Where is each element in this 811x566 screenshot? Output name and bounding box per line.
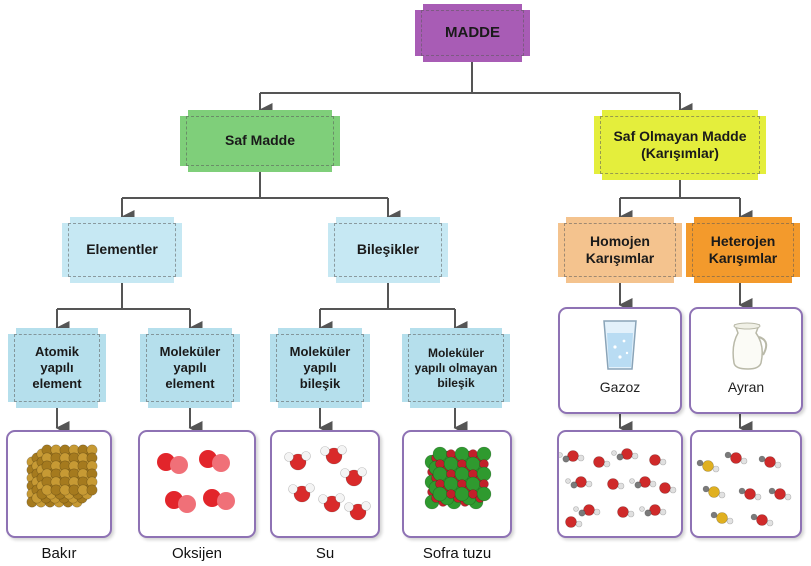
heterogeneous-mixture-image (696, 451, 792, 527)
gazoz-molecules-card (557, 430, 683, 538)
node-molekuler-bilesik: Moleküler yapılı bileşik (270, 328, 370, 408)
node-homojen: Homojen Karışımlar (558, 217, 682, 283)
node-molekuler-el-label-2: yapılı (173, 359, 207, 375)
node-olmayan-label-2: yapılı olmayan (414, 360, 498, 375)
node-saf-madde: Saf Madde (180, 110, 340, 172)
label-su: Su (315, 545, 335, 562)
gazoz-caption: Gazoz (599, 379, 641, 395)
node-molekuler-el-label-3: element (165, 376, 215, 392)
node-homojen-label-2: Karışımlar (585, 250, 655, 266)
node-heterojen-label-1: Heterojen (710, 232, 776, 249)
gazoz-card: Gazoz (558, 307, 682, 414)
node-saf-olmayan-label-1: Saf Olmayan Madde (613, 127, 747, 144)
node-molekuler-bil-label-1: Moleküler (289, 343, 351, 359)
label-bakir: Bakır (41, 545, 77, 562)
label-sofra-tuzu: Sofra tuzu (422, 545, 492, 562)
node-elementler-label: Elementler (86, 241, 158, 258)
node-saf-madde-label: Saf Madde (224, 132, 295, 149)
oxygen-molecules-image (157, 450, 235, 513)
node-madde: MADDE (415, 4, 530, 62)
node-atomik-label-2: yapılı (40, 359, 74, 375)
milk-jug-icon (732, 322, 768, 370)
node-atomik-label-1: Atomik (34, 343, 80, 359)
node-molekuler-bil-label-3: bileşik (299, 376, 341, 392)
node-saf-olmayan-madde: Saf Olmayan Madde (Karışımlar) (594, 110, 766, 180)
ayran-caption: Ayran (727, 379, 765, 395)
homogeneous-mixture-image (557, 448, 677, 528)
node-homojen-label-1: Homojen (590, 232, 650, 249)
ayran-molecules-card (690, 430, 802, 538)
node-saf-olmayan-label-2: (Karışımlar) (641, 145, 719, 161)
node-molekuler-element: Moleküler yapılı element (140, 328, 240, 408)
su-image-card (270, 430, 380, 538)
node-atomik-element: Atomik yapılı element (8, 328, 106, 408)
node-bilesikler-label: Bileşikler (356, 241, 420, 258)
node-atomik-label-3: element (32, 376, 82, 392)
ayran-card: Ayran (689, 307, 803, 414)
node-heterojen: Heterojen Karışımlar (686, 217, 800, 283)
copper-lattice-image (26, 444, 98, 508)
node-olmayan-label-3: bileşik (437, 375, 475, 390)
bakir-image-card (6, 430, 112, 538)
node-olmayan-label-1: Moleküler (427, 345, 484, 360)
node-bilesikler: Bileşikler (328, 217, 448, 283)
node-heterojen-label-2: Karışımlar (708, 250, 778, 266)
oksijen-image-card (138, 430, 256, 538)
node-madde-label: MADDE (445, 23, 500, 41)
water-molecules-image (284, 445, 371, 521)
label-oksijen: Oksijen (171, 545, 223, 562)
salt-lattice-image (424, 446, 492, 510)
node-elementler: Elementler (62, 217, 182, 283)
node-molekuler-olmayan-bilesik: Moleküler yapılı olmayan bileşik (402, 328, 510, 408)
sofra-tuzu-image-card (402, 430, 512, 538)
node-molekuler-bil-label-2: yapılı (303, 359, 337, 375)
soda-glass-icon (603, 320, 637, 370)
node-molekuler-el-label-1: Moleküler (159, 343, 221, 359)
